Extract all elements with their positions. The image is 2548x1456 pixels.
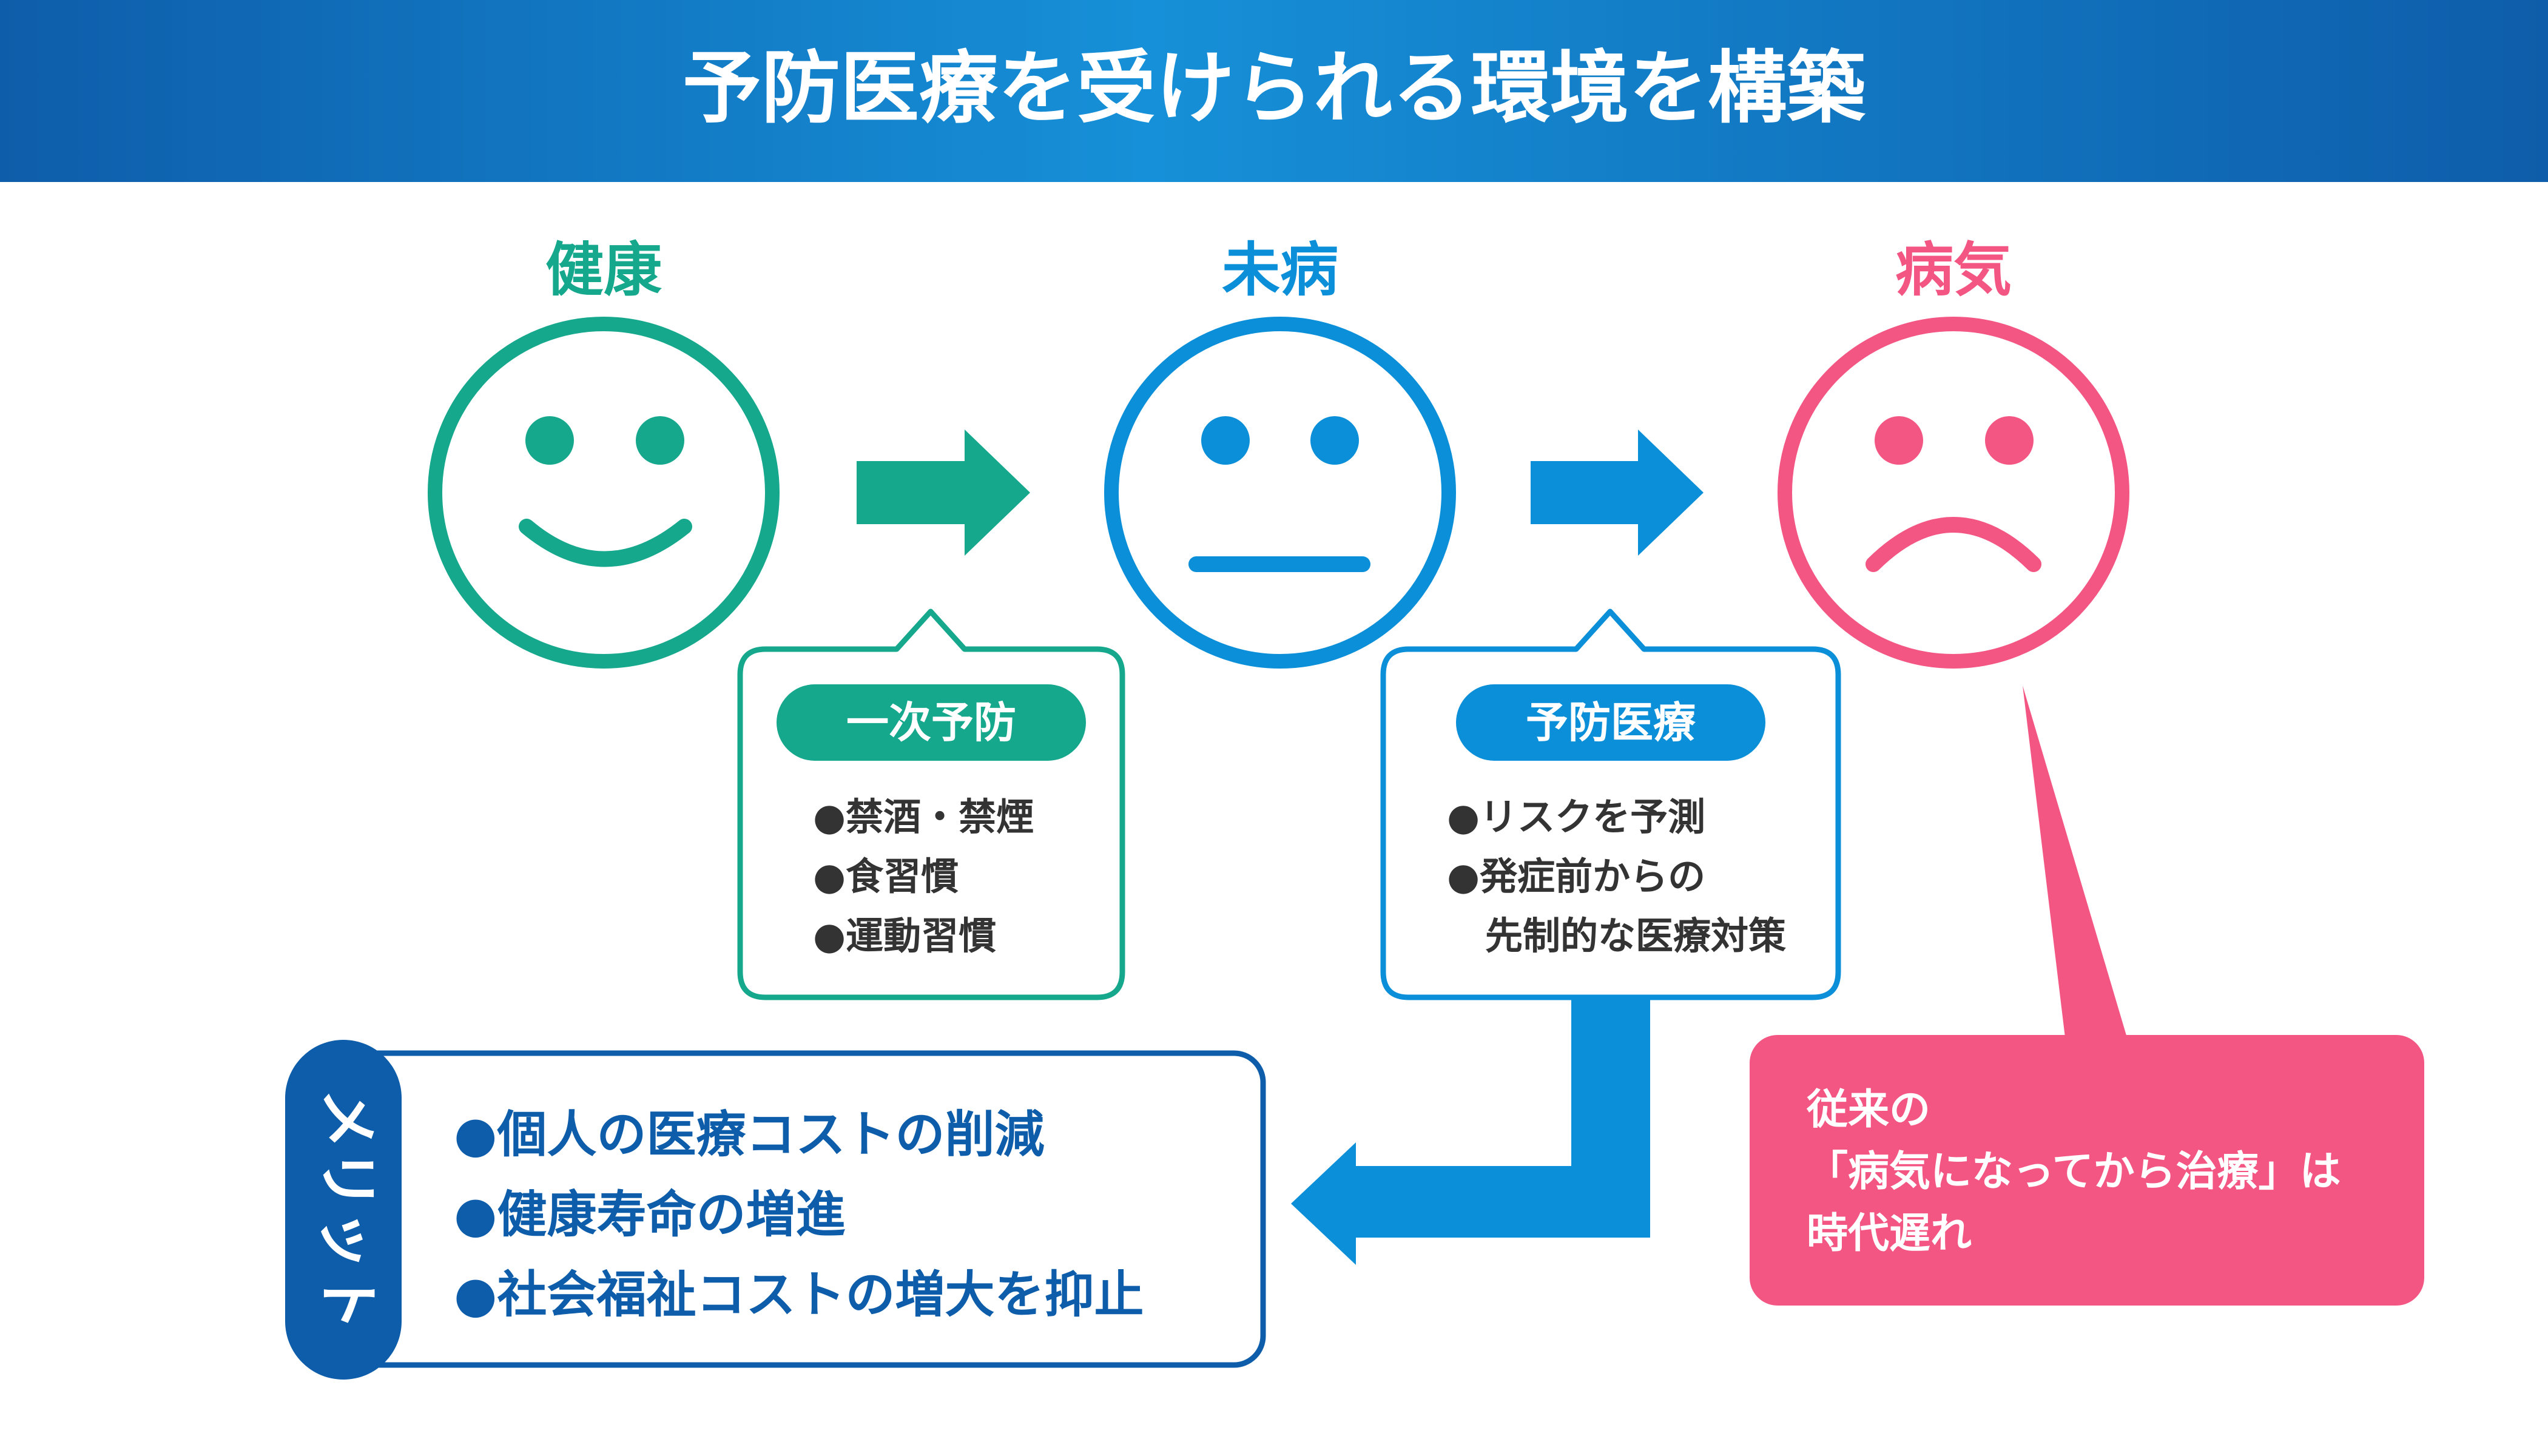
callout-box bbox=[1750, 1035, 2424, 1306]
left-arrow-icon bbox=[1291, 997, 1650, 1265]
smile-face-icon bbox=[428, 317, 780, 669]
preventive-medicine-heading: 予防医療 bbox=[1526, 698, 1696, 747]
stage-label-mibyo: 未病 bbox=[1222, 236, 1338, 304]
merits-tab bbox=[285, 1040, 402, 1380]
merit-item: ●健康寿命の増進 bbox=[454, 1186, 846, 1244]
callout-line: 従来の bbox=[1806, 1086, 1930, 1134]
preventive-medicine-item: 先制的な医療対策 bbox=[1485, 914, 1786, 958]
frown-face-icon bbox=[1778, 317, 2129, 669]
merits-tab-label: メリット bbox=[312, 1088, 383, 1331]
preventive-medicine-heading-pill bbox=[1456, 684, 1765, 761]
primary-prevention-item: ●禁酒・禁煙 bbox=[813, 795, 1034, 839]
primary-prevention-heading: 一次予防 bbox=[846, 698, 1016, 747]
callout-line: 時代遅れ bbox=[1807, 1210, 1972, 1258]
page-title: 予防医療を受けられる環境を構築 bbox=[682, 42, 1866, 134]
merit-item: ●個人の医療コストの削減 bbox=[454, 1106, 1045, 1164]
primary-prevention-heading-pill bbox=[777, 684, 1086, 761]
merit-item: ●社会福祉コストの増大を抑止 bbox=[454, 1266, 1144, 1324]
callout-pointer bbox=[2023, 686, 2127, 1037]
neutral-face-icon bbox=[1104, 317, 1456, 669]
header-background bbox=[0, 0, 2548, 182]
primary-prevention-item: ●運動習慣 bbox=[813, 914, 996, 958]
right-arrow-icon bbox=[1531, 430, 1704, 556]
callout-line: 「病気になってから治療」は bbox=[1807, 1148, 2341, 1196]
merits-panel: メリット ●個人の医療コストの削減 ●健康寿命の増進 ●社会福祉コストの増大を抑… bbox=[285, 1040, 1266, 1380]
preventive-medicine-box: 予防医療 ●リスクを予測 ●発症前からの 先制的な医療対策 bbox=[1380, 608, 1841, 1000]
right-arrow-icon bbox=[857, 430, 1030, 556]
primary-prevention-box: 一次予防 ●禁酒・禁煙 ●食習慣 ●運動習慣 bbox=[737, 608, 1125, 1000]
primary-prevention-item: ●食習慣 bbox=[813, 854, 959, 898]
header-banner: 予防医療を受けられる環境を構築 bbox=[0, 0, 2548, 182]
stage-label-healthy: 健康 bbox=[545, 236, 662, 304]
preventive-medicine-item: ●リスクを予測 bbox=[1447, 795, 1705, 839]
outdated-care-callout: 従来の 「病気になってから治療」は 時代遅れ bbox=[1750, 686, 2424, 1306]
preventive-medicine-item: ●発症前からの bbox=[1447, 854, 1705, 898]
stage-label-illness: 病気 bbox=[1895, 236, 2012, 304]
